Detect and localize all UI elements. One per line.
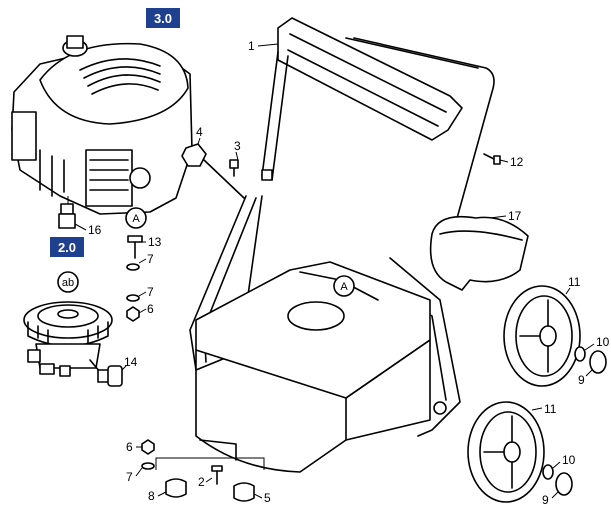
part-10-washer-lower	[542, 461, 561, 480]
part-10-washer-upper	[574, 343, 595, 362]
section-label-engine: 3.0	[154, 11, 172, 26]
callout-13: 13	[148, 235, 162, 249]
wheel-lower	[467, 401, 545, 503]
part-7-washer-top	[126, 258, 147, 271]
part-6-nut-lower	[136, 439, 155, 455]
callout-17: 17	[508, 209, 522, 223]
part-9-cap-lower	[551, 472, 573, 499]
callout-16: 16	[88, 223, 102, 237]
callout-5: 5	[264, 491, 271, 505]
callout-2: 2	[198, 475, 205, 489]
cart-frame	[189, 195, 461, 473]
callout-14: 14	[124, 355, 138, 369]
part-14-outlet-fitting	[97, 365, 127, 387]
engine-assembly	[11, 35, 193, 215]
feet-bracket-lines	[155, 457, 265, 470]
part-3-screw	[229, 151, 239, 177]
callout-8: 8	[148, 489, 155, 503]
part-8-foot	[157, 478, 187, 498]
callout-10-upper: 10	[596, 335, 610, 349]
callout-9-lower: 9	[542, 493, 549, 506]
part-2-bolt	[205, 465, 223, 485]
callout-6-top: 6	[147, 302, 154, 316]
section-badge-pump	[50, 237, 84, 257]
callout-11-upper: 11	[568, 275, 581, 289]
callout-7-top: 7	[147, 252, 154, 266]
callout-1: 1	[248, 39, 255, 53]
callout-12: 12	[510, 155, 524, 169]
part-16-coupling	[58, 203, 87, 231]
section-label-pump: 2.0	[58, 240, 76, 255]
ref-circle-pump	[57, 271, 79, 293]
callout-7-lower: 7	[126, 470, 133, 484]
ref-label-frame: A	[340, 281, 348, 293]
pump-assembly	[23, 301, 113, 377]
ref-label-hardware: A	[132, 213, 140, 225]
ref-circle-hardware	[125, 207, 147, 229]
handle-assembly	[257, 17, 495, 259]
part-5-foot	[233, 482, 263, 502]
part-7-washer-mid	[126, 291, 147, 302]
part-6-nut-top	[126, 306, 147, 322]
part-12-screw	[483, 153, 509, 165]
callout-10-lower: 10	[562, 453, 576, 467]
wheel-upper	[503, 285, 581, 387]
part-13-bolt	[127, 235, 146, 259]
callout-3: 3	[234, 139, 241, 153]
ref-circle-frame	[333, 275, 355, 297]
callout-11-lower: 11	[544, 402, 557, 416]
callout-9-upper: 9	[578, 373, 585, 387]
part-9-cap-upper	[585, 350, 607, 377]
part-17-bin	[429, 215, 529, 291]
callout-7-mid: 7	[147, 285, 154, 299]
part-7-washer-lower	[135, 462, 155, 477]
part-4-knob	[181, 137, 245, 199]
callout-4: 4	[196, 125, 203, 139]
section-badge-engine	[146, 8, 180, 28]
ref-label-pump: ab	[62, 277, 74, 289]
callout-6-lower: 6	[126, 440, 133, 454]
